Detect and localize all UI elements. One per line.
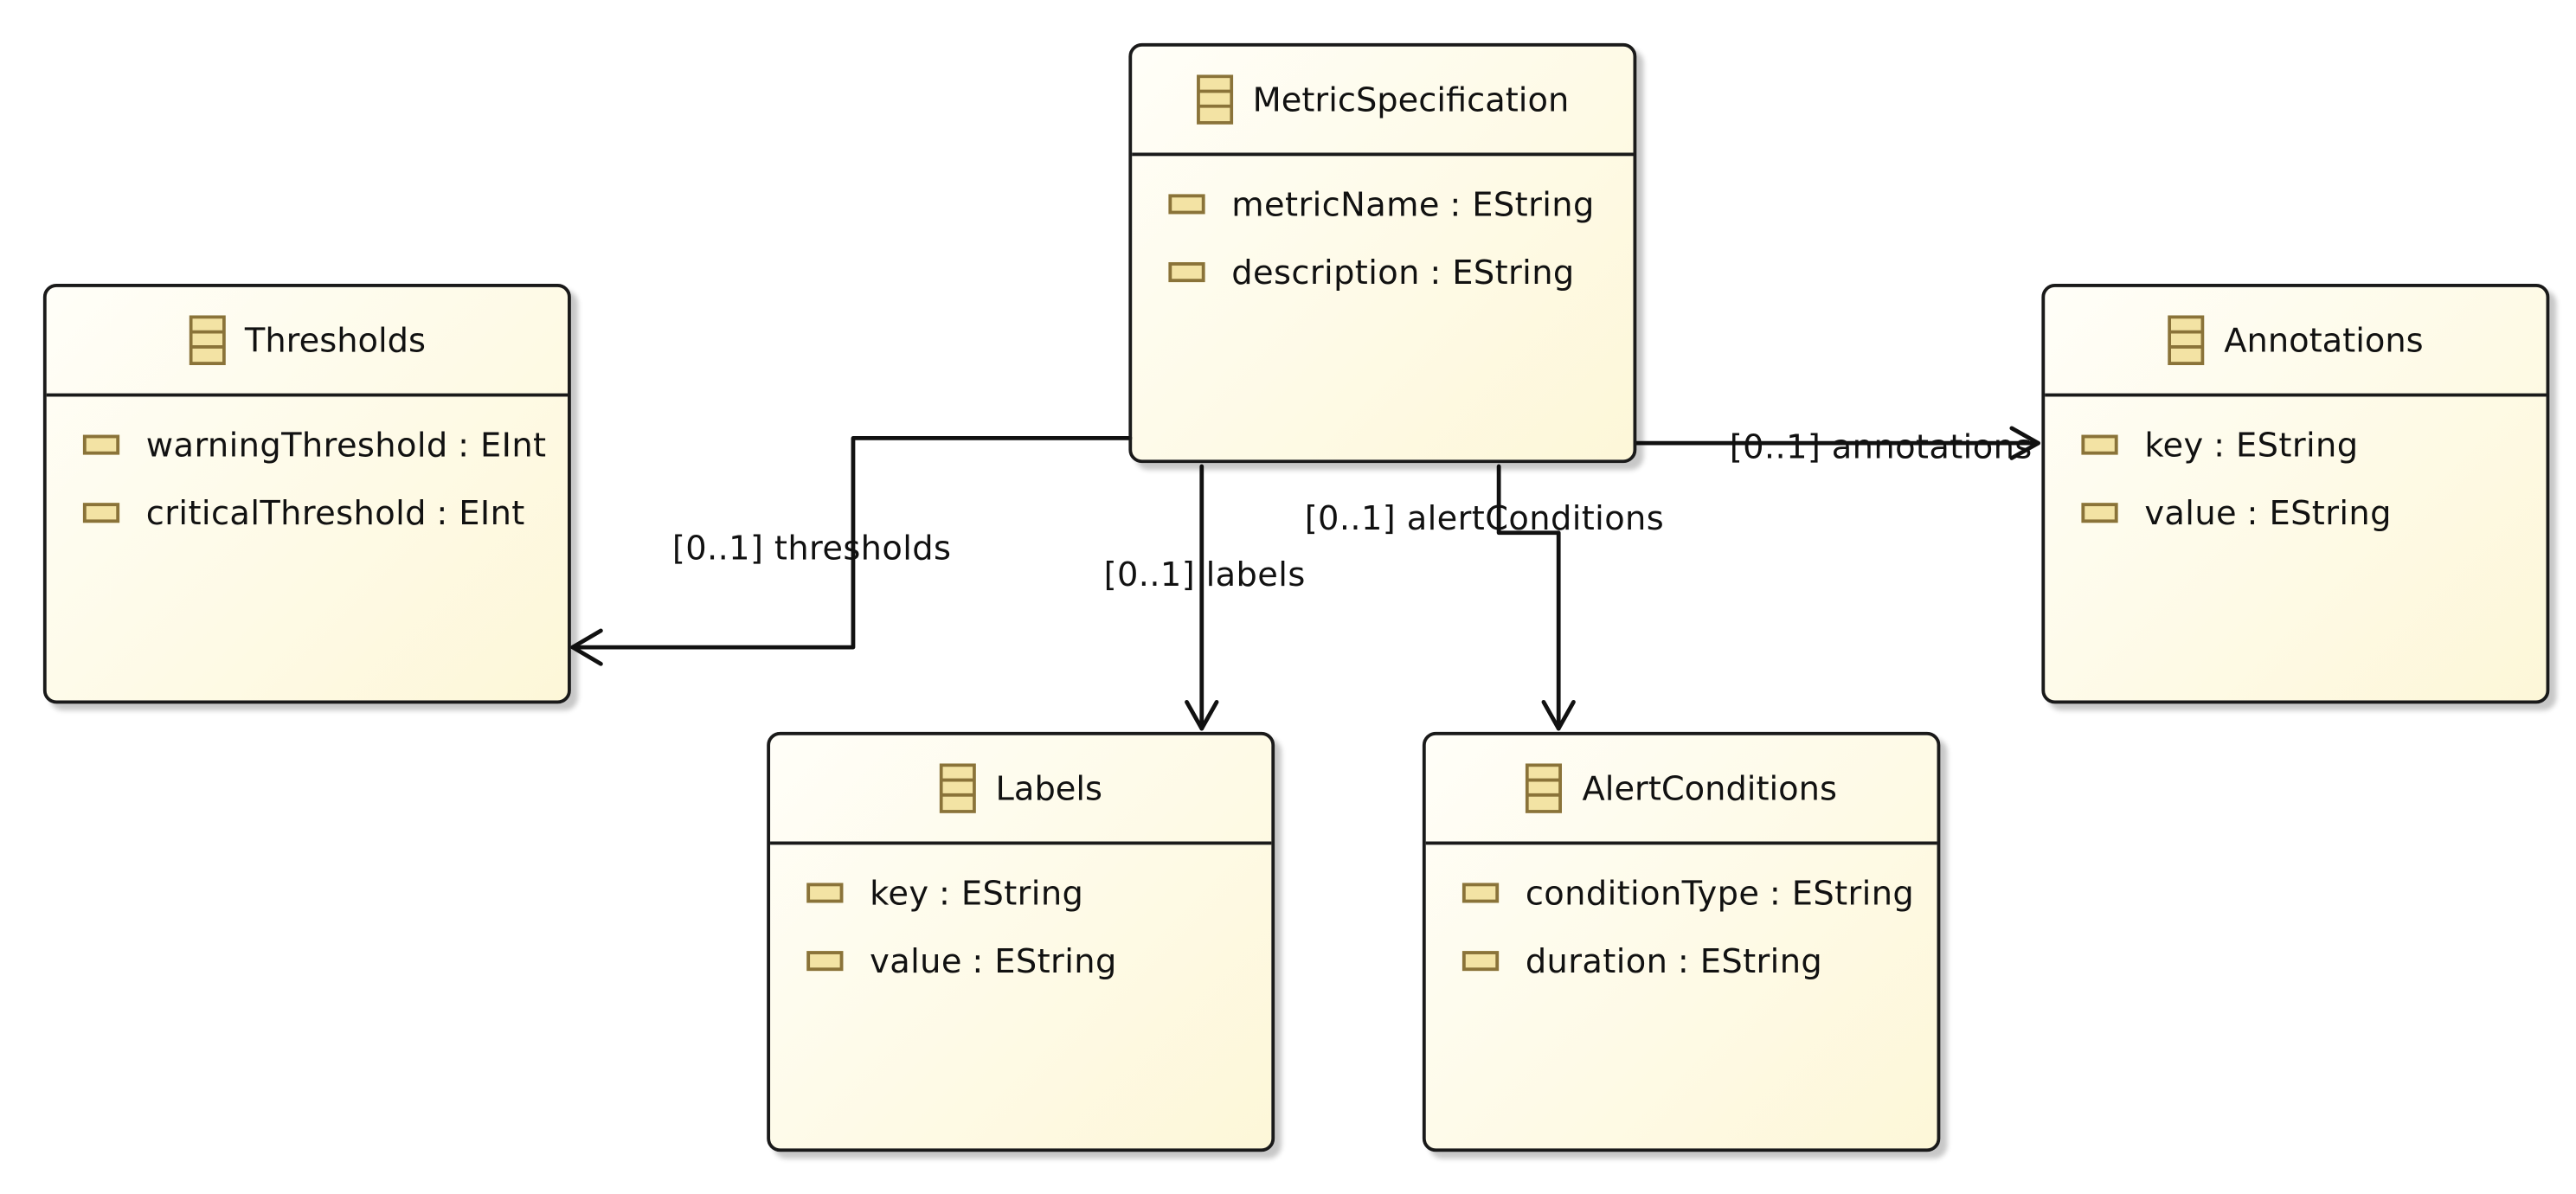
arrowhead-alert-conditions	[1541, 700, 1576, 731]
attribute-row[interactable]: duration : EString	[1426, 926, 1937, 994]
eattribute-icon	[806, 882, 844, 902]
attribute-type: : EString	[2213, 424, 2359, 465]
reference-edge-thresholds	[570, 436, 1133, 650]
reference-label-alert-conditions[interactable]: [0..1] alertConditions	[1304, 498, 1665, 538]
class-labels[interactable]: Labels key : EString value : EString	[767, 731, 1275, 1152]
class-header: AlertConditions	[1425, 735, 1937, 845]
eclass-icon	[2168, 315, 2205, 366]
attribute-type: : EInt	[436, 491, 525, 532]
arrowhead-thresholds	[570, 628, 603, 666]
class-alert-conditions[interactable]: AlertConditions conditionType : EString …	[1422, 731, 1941, 1152]
attribute-name: value	[870, 940, 962, 980]
reference-edge-alert-conditions	[1496, 464, 1561, 731]
class-name: MetricSpecification	[1252, 80, 1570, 120]
attribute-row[interactable]: value : EString	[2045, 478, 2546, 546]
attribute-type: : EString	[1429, 251, 1575, 292]
attribute-type: : EString	[1677, 940, 1823, 980]
class-header: MetricSpecification	[1132, 47, 1634, 157]
class-thresholds[interactable]: Thresholds warningThreshold : EInt criti…	[42, 284, 571, 704]
attribute-type: : EString	[2246, 491, 2392, 532]
attribute-list: key : EString value : EString	[2045, 396, 2546, 546]
eattribute-icon	[1461, 950, 1500, 971]
eclass-icon	[1196, 74, 1233, 125]
class-annotations[interactable]: Annotations key : EString value : EStrin…	[2041, 284, 2550, 704]
eclass-icon	[939, 763, 976, 813]
eattribute-icon	[1461, 882, 1500, 902]
attribute-row[interactable]: key : EString	[2045, 410, 2546, 478]
class-name: Labels	[995, 768, 1103, 809]
attribute-row[interactable]: value : EString	[770, 926, 1271, 994]
attribute-type: : EInt	[458, 424, 547, 465]
class-metric-specification[interactable]: MetricSpecification metricName : EString…	[1128, 42, 1637, 464]
reference-label-labels[interactable]: [0..1] labels	[1103, 554, 1306, 594]
attribute-name: duration	[1525, 940, 1668, 980]
class-name: Thresholds	[244, 320, 426, 361]
attribute-name: description	[1231, 251, 1420, 292]
attribute-name: value	[2144, 491, 2238, 532]
eattribute-icon	[1168, 193, 1205, 214]
eclass-icon	[188, 315, 225, 366]
class-name: Annotations	[2224, 320, 2424, 361]
attribute-row[interactable]: description : EString	[1132, 237, 1633, 305]
eattribute-icon	[2081, 433, 2118, 454]
attribute-row[interactable]: metricName : EString	[1132, 170, 1633, 238]
attribute-list: warningThreshold : EInt criticalThreshol…	[47, 396, 568, 546]
class-header: Thresholds	[46, 287, 569, 397]
eattribute-icon	[82, 502, 120, 523]
attribute-name: metricName	[1231, 183, 1440, 223]
class-name: AlertConditions	[1582, 768, 1837, 809]
attribute-row[interactable]: conditionType : EString	[1426, 858, 1937, 927]
class-header: Labels	[770, 735, 1272, 845]
arrowhead-labels	[1185, 700, 1219, 731]
reference-label-thresholds[interactable]: [0..1] thresholds	[671, 527, 952, 568]
attribute-type: : EString	[1449, 183, 1595, 223]
attribute-list: metricName : EString description : EStri…	[1132, 156, 1633, 305]
attribute-row[interactable]: warningThreshold : EInt	[47, 410, 568, 478]
eattribute-icon	[82, 433, 120, 454]
attribute-type: : EString	[938, 872, 1084, 913]
eattribute-icon	[2081, 502, 2118, 523]
attribute-type: : EString	[1769, 872, 1915, 913]
attribute-name: criticalThreshold	[145, 491, 427, 532]
eattribute-icon	[1168, 261, 1205, 282]
reference-label-annotations[interactable]: [0..1] annotations	[1729, 426, 2033, 467]
attribute-type: : EString	[972, 940, 1117, 980]
attribute-name: warningThreshold	[145, 424, 448, 465]
class-header: Annotations	[2045, 287, 2547, 397]
attribute-name: key	[2144, 424, 2204, 465]
eattribute-icon	[806, 950, 844, 971]
attribute-list: key : EString value : EString	[770, 844, 1271, 994]
eclass-icon	[1526, 763, 1563, 813]
attribute-row[interactable]: criticalThreshold : EInt	[47, 478, 568, 546]
attribute-row[interactable]: key : EString	[770, 858, 1271, 927]
attribute-list: conditionType : EString duration : EStri…	[1426, 844, 1937, 994]
attribute-name: key	[870, 872, 929, 913]
attribute-name: conditionType	[1525, 872, 1760, 913]
arrowhead-annotations	[2009, 426, 2040, 460]
